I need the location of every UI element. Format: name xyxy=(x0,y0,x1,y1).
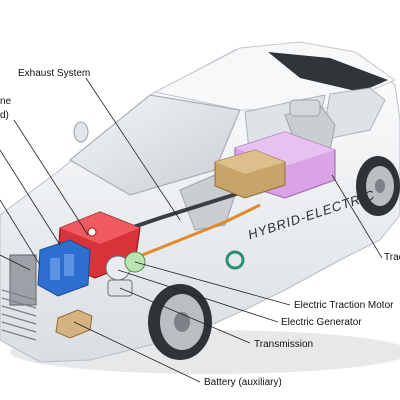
leader-motor xyxy=(134,261,291,306)
radiator xyxy=(9,254,37,306)
leader-generator xyxy=(117,269,279,323)
power-cable xyxy=(129,203,261,262)
label-electric-traction-motor: Electric Traction Motor xyxy=(294,300,394,311)
blue-module-cell xyxy=(50,258,60,280)
grille xyxy=(1,289,37,341)
leader-transmission xyxy=(119,287,251,344)
rear-wheel xyxy=(356,156,400,216)
front-wheel xyxy=(148,284,212,360)
leader-exhaust xyxy=(85,77,181,221)
engine-cap xyxy=(87,227,97,237)
hybrid-logo-ring xyxy=(225,250,245,270)
traction-battery-top xyxy=(235,132,335,166)
power-electronics-top xyxy=(215,150,285,174)
headrest xyxy=(289,99,321,117)
leader-traction xyxy=(331,174,383,259)
leader-engine xyxy=(13,119,89,236)
label-engine-fragment-2: d) xyxy=(0,110,9,121)
label-traction-battery-cut: Trac xyxy=(384,252,400,263)
label-battery-auxiliary: Battery (auxiliary) xyxy=(204,377,282,388)
leader-left-1 xyxy=(0,149,61,246)
rear-window xyxy=(268,52,388,92)
blue-module-cell xyxy=(64,254,74,276)
side-mirror xyxy=(73,121,89,143)
label-transmission: Transmission xyxy=(254,339,314,350)
leader-left-2 xyxy=(0,199,41,266)
windshield xyxy=(68,94,241,196)
label-electric-generator: Electric Generator xyxy=(281,317,362,328)
leader-left-3 xyxy=(0,254,31,271)
engine-top xyxy=(60,212,140,244)
label-engine-fragment-1: ne xyxy=(0,96,12,107)
leader-battery xyxy=(73,321,201,383)
label-exhaust-system: Exhaust System xyxy=(18,68,91,79)
leader-lines xyxy=(0,77,383,383)
